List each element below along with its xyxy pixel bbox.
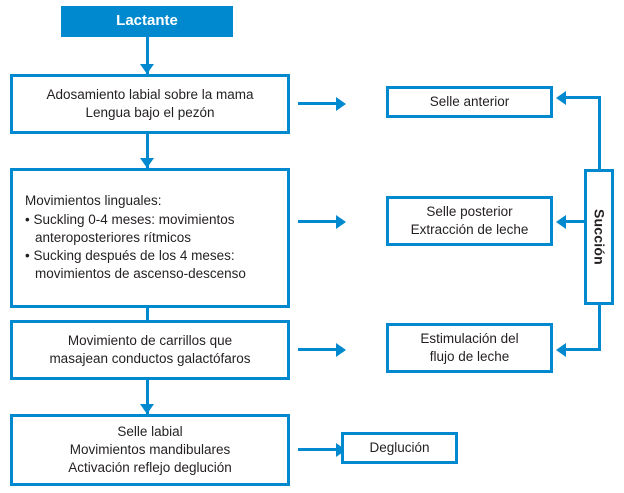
node-adosamiento-lines: Adosamiento labial sobre la mama Lengua … (46, 86, 254, 120)
node-deglucion: Deglución (341, 432, 458, 464)
arrowhead-down-icon (140, 404, 154, 414)
connector-succion-up (597, 96, 601, 171)
node-selle-anterior-lines: Selle anterior (429, 93, 510, 109)
arrowhead-down-icon (140, 64, 154, 74)
arrowhead-left-icon (556, 214, 566, 229)
node-movimiento-carrillos-lines: Movimiento de carrillos que masajean con… (49, 332, 251, 366)
node-adosamiento: Adosamiento labial sobre la mama Lengua … (10, 74, 290, 134)
arrowhead-left-icon (556, 342, 566, 357)
arrowhead-right-icon (336, 342, 346, 357)
connector-carrillos-to-selle-labial (146, 380, 149, 414)
node-estimulacion-flujo: Estimulación del flujo de leche (386, 323, 553, 373)
node-selle-labial: Selle labial Movimientos mandibulares Ac… (10, 414, 290, 486)
connector-movimientos-to-selle-posterior (298, 220, 340, 223)
connector-succion-to-selle-posterior (566, 220, 586, 223)
connector-lactante-to-adosamiento (146, 37, 149, 74)
node-selle-labial-lines: Selle labial Movimientos mandibulares Ac… (68, 423, 232, 476)
node-selle-posterior: Selle posterior Extracción de leche (386, 196, 553, 246)
node-estimulacion-flujo-lines: Estimulación del flujo de leche (420, 330, 519, 364)
node-movimientos-linguales: Movimientos linguales: • Suckling 0-4 me… (10, 168, 290, 308)
connector-succion-down (597, 303, 601, 351)
node-succion: Succión (584, 169, 614, 305)
node-selle-posterior-lines: Selle posterior Extracción de leche (410, 203, 529, 237)
node-movimiento-carrillos: Movimiento de carrillos que masajean con… (10, 320, 290, 380)
arrowhead-right-icon (336, 96, 346, 111)
connector-succion-to-selle-anterior (566, 96, 599, 99)
node-movimientos-linguales-lines: Movimientos linguales: • Suckling 0-4 me… (25, 193, 246, 282)
arrowhead-right-icon (336, 214, 346, 229)
node-deglucion-lines: Deglución (369, 439, 430, 455)
node-selle-anterior: Selle anterior (386, 86, 553, 118)
connector-selle-labial-to-deglucion (298, 448, 340, 451)
connector-succion-to-estimulacion (566, 348, 599, 351)
connector-adosamiento-to-selle-anterior (298, 102, 340, 105)
node-succion-label: Succión (591, 209, 608, 265)
arrowhead-left-icon (556, 90, 566, 105)
node-lactante-label: Lactante (116, 12, 178, 30)
connector-carrillos-to-estimulacion (298, 348, 340, 351)
arrowhead-down-icon (140, 158, 154, 168)
node-lactante: Lactante (61, 6, 233, 37)
connector-adosamiento-to-movimientos (146, 134, 149, 168)
